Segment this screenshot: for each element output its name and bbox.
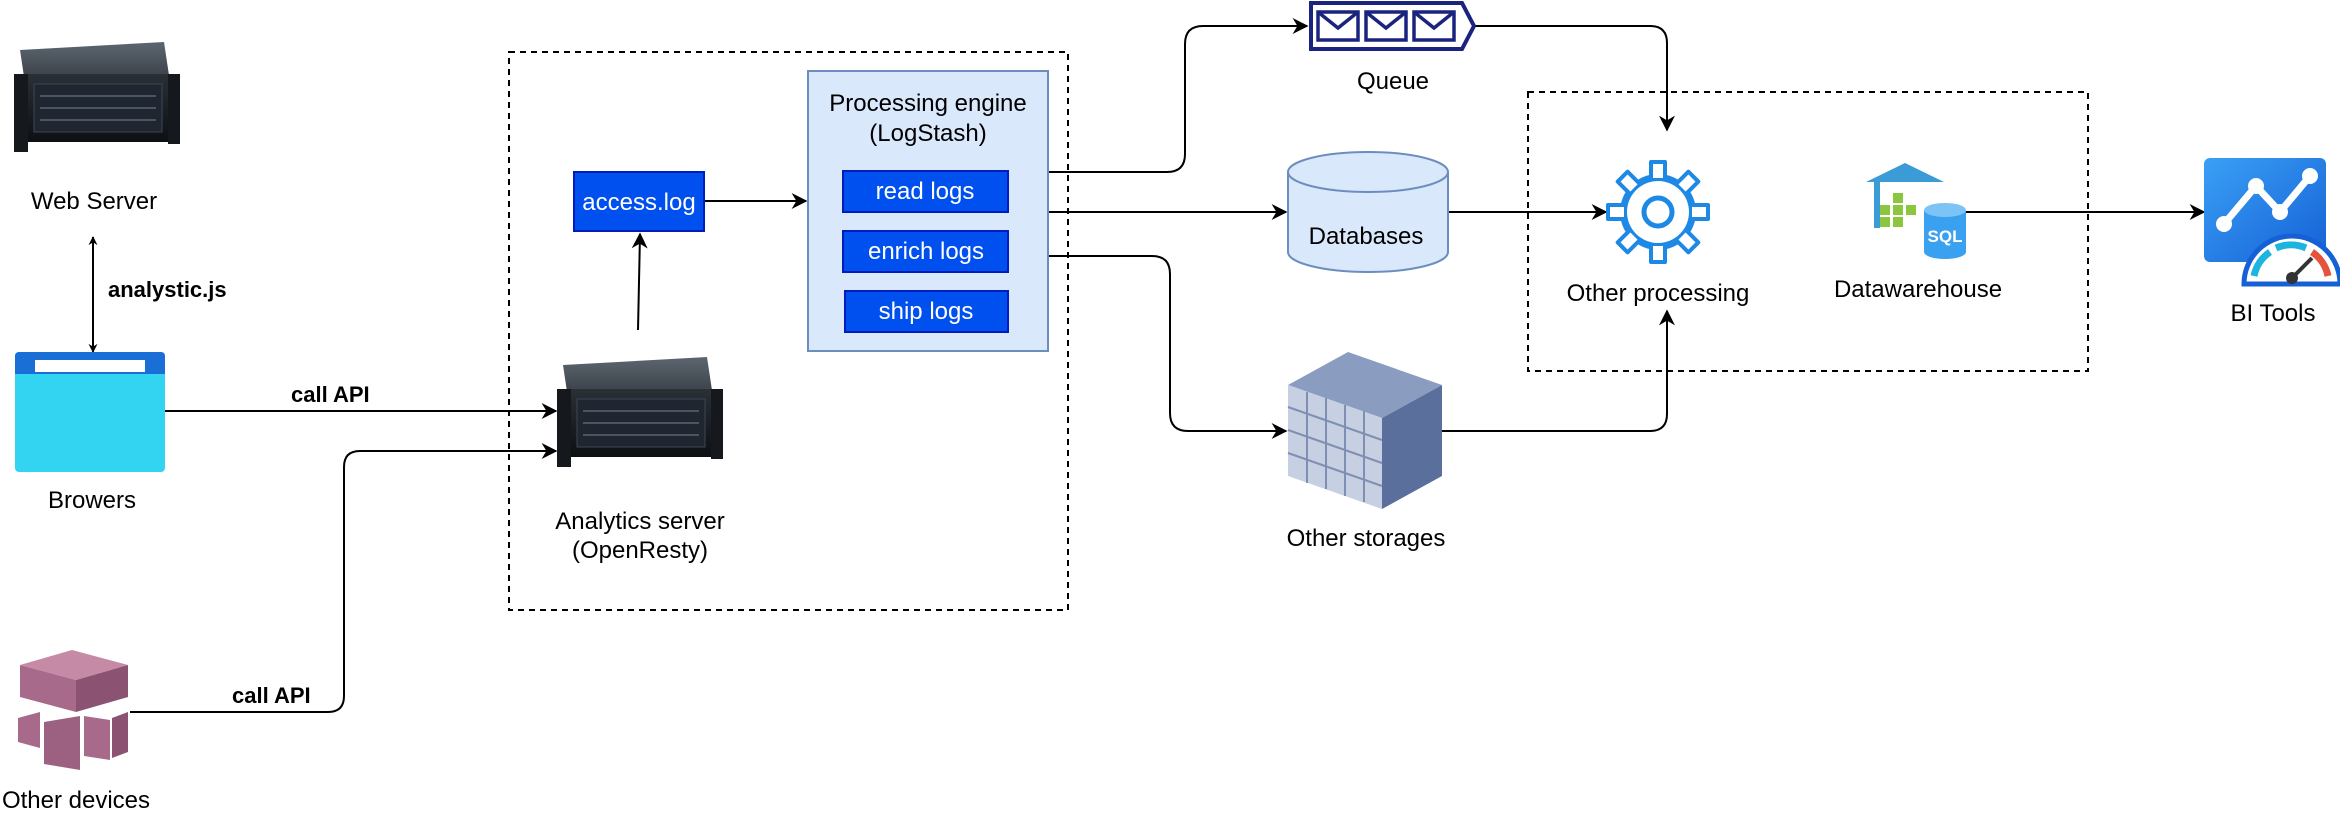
gear-icon <box>1606 160 1710 264</box>
processing-group-boundary <box>1527 91 2089 372</box>
enrich-logs-label: enrich logs <box>868 238 984 265</box>
processing-engine-title-line2: (LogStash) <box>869 120 986 147</box>
edge-devices-analytics <box>130 443 558 713</box>
datawarehouse-node: SQL Datawarehouse <box>1834 163 2002 303</box>
web-server-node: Web Server <box>14 42 180 215</box>
sql-badge-text: SQL <box>1928 227 1963 246</box>
other-devices-label: Other devices <box>2 787 150 814</box>
access-log-label: access.log <box>582 189 695 216</box>
analytics-server-label-line1: Analytics server <box>555 508 724 535</box>
edge-engine-queue <box>1048 18 1309 173</box>
edge-storages-processing <box>1442 309 1675 432</box>
database-cylinder-icon <box>1287 151 1449 273</box>
bi-tools-node: BI Tools <box>2204 158 2340 327</box>
browser-window-icon <box>15 352 165 472</box>
ship-logs-label: ship logs <box>879 298 974 325</box>
web-server-label: Web Server <box>31 188 157 215</box>
databases-label: Databases <box>1309 223 1424 250</box>
enrich-logs-box <box>842 230 1009 273</box>
browsers-node: Browers <box>15 352 165 514</box>
read-logs-box <box>842 170 1009 213</box>
bi-tools-label: BI Tools <box>2231 300 2316 327</box>
device-cubes-icon <box>18 650 128 770</box>
processing-engine-node: Processing engine (LogStash) read logs e… <box>807 70 1049 352</box>
other-devices-node: Other devices <box>2 650 150 814</box>
access-log-node: access.log <box>573 171 705 232</box>
ship-logs-box <box>844 290 1009 333</box>
read-logs-label: read logs <box>876 178 975 205</box>
edge-queue-processing <box>1474 25 1675 132</box>
edge-engine-storages <box>1048 255 1288 439</box>
server-rack-icon <box>14 42 180 152</box>
queue-node: Queue <box>1309 1 1477 95</box>
databases-node: Databases <box>1287 151 1449 273</box>
processing-engine-title-line1: Processing engine <box>829 90 1026 117</box>
storage-array-icon <box>1287 352 1442 509</box>
analytics-server-node: Analytics server (OpenResty) <box>555 357 725 564</box>
edge-label-analystic-js: analystic.js <box>108 277 227 302</box>
server-rack-icon <box>557 357 723 467</box>
bi-dashboard-icon <box>2204 158 2340 287</box>
edge-analytics-accesslog <box>631 232 648 331</box>
analytics-group-boundary <box>508 51 1069 611</box>
edge-label-call-api-browser: call API <box>291 382 370 407</box>
other-storages-label: Other storages <box>1287 525 1446 552</box>
analytics-server-label-line2: (OpenResty) <box>572 537 708 564</box>
queue-label: Queue <box>1357 68 1429 95</box>
other-processing-node: Other processing <box>1567 160 1750 307</box>
datawarehouse-label: Datawarehouse <box>1834 276 2002 303</box>
other-storages-node: Other storages <box>1287 352 1446 552</box>
other-processing-label: Other processing <box>1567 280 1750 307</box>
edge-label-call-api-devices: call API <box>232 683 311 708</box>
sql-warehouse-icon <box>1866 163 1966 259</box>
browsers-label: Browers <box>48 487 136 514</box>
message-queue-icon <box>1309 1 1477 51</box>
